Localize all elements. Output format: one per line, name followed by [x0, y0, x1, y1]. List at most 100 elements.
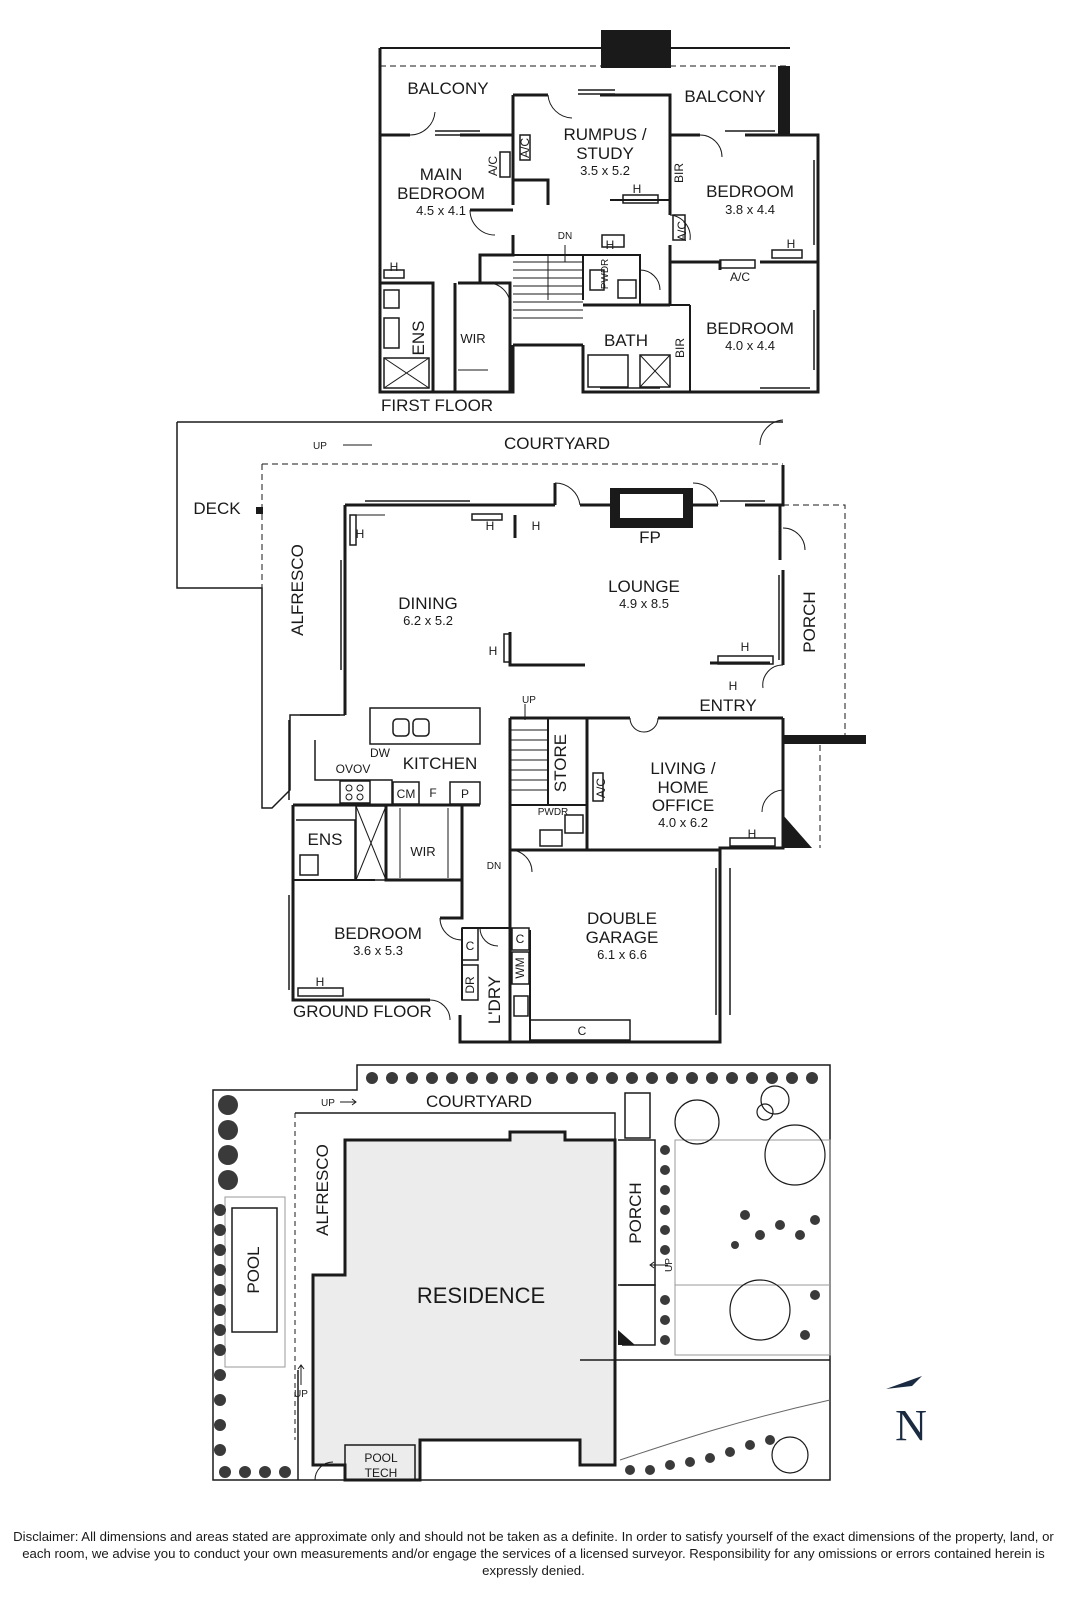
site-courtyard-label: COURTYARD — [426, 1092, 532, 1111]
ground-floor-plan — [176, 419, 866, 1044]
alfresco-label: ALFRESCO — [288, 544, 307, 636]
main-bedroom-dimensions: 4.5 x 4.1 — [416, 203, 466, 218]
site-up-label-2: UP — [294, 1389, 308, 1400]
first-floor-labels: BALCONY BALCONY RUMPUS / STUDY 3.5 x 5.2… — [381, 79, 795, 415]
bir-label-2: BIR — [673, 338, 687, 358]
stairs-up-label-2: UP — [522, 695, 536, 706]
main-bedroom-name-2: BEDROOM — [397, 184, 485, 203]
ground-bedroom-name: BEDROOM — [334, 924, 422, 943]
stairs-down-label-ground: DN — [487, 861, 501, 872]
site-trees — [214, 1072, 820, 1478]
entry-label: ENTRY — [699, 696, 756, 715]
courtyard-label: COURTYARD — [504, 434, 610, 453]
heater-label-1: H — [633, 182, 642, 196]
dining-dimensions: 6.2 x 5.2 — [403, 613, 453, 628]
pantry-label: P — [461, 787, 469, 801]
ground-floor-title: GROUND FLOOR — [293, 1002, 432, 1021]
site-up-label-3: UP — [664, 1258, 675, 1272]
site-canopies — [674, 1085, 826, 1474]
heater-label-g8: H — [316, 975, 325, 989]
ground-wir-label: WIR — [410, 844, 435, 859]
store-label: STORE — [551, 734, 570, 792]
ac-label-ground: A/C — [594, 778, 608, 798]
site-arrows — [297, 1098, 668, 1385]
living-name-1: LIVING / — [650, 759, 715, 778]
lounge-name: LOUNGE — [608, 577, 680, 596]
balcony-right-label: BALCONY — [684, 87, 765, 106]
pool-tech-name-1: POOL — [364, 1451, 398, 1465]
site-labels: COURTYARD ALFRESCO PORCH POOL RESIDENCE … — [244, 1092, 675, 1480]
dishwasher-label: DW — [370, 746, 391, 760]
balcony-left-label: BALCONY — [407, 79, 488, 98]
bir-label-1: BIR — [672, 163, 686, 183]
fridge-label: F — [429, 786, 436, 800]
site-pool-label: POOL — [244, 1246, 263, 1293]
bedroom-2-name: BEDROOM — [706, 182, 794, 201]
bedroom-3-dimensions: 4.0 x 4.4 — [725, 338, 775, 353]
heater-label-g6: H — [729, 679, 738, 693]
ensuite-label: ENS — [409, 321, 428, 356]
ground-bedroom-dimensions: 3.6 x 5.3 — [353, 943, 403, 958]
coffee-machine-label: CM — [397, 787, 416, 801]
site-plan — [212, 1064, 831, 1482]
bedroom-3-name: BEDROOM — [706, 319, 794, 338]
disclaimer-text: Disclaimer: All dimensions and areas sta… — [13, 1529, 1054, 1578]
first-floor-plan — [378, 30, 820, 394]
main-bedroom-name-1: MAIN — [420, 165, 463, 184]
kitchen-label: KITCHEN — [403, 754, 478, 773]
heater-label-g4: H — [489, 644, 498, 658]
wir-label: WIR — [460, 331, 485, 346]
garage-name-2: GARAGE — [586, 928, 659, 947]
living-dimensions: 4.0 x 6.2 — [658, 815, 708, 830]
cupboard-label-2: C — [516, 932, 525, 946]
heater-label-g2: H — [532, 519, 541, 533]
heater-label-g7: H — [748, 827, 757, 841]
first-floor-title: FIRST FLOOR — [381, 396, 493, 415]
ac-label-1: A/C — [518, 138, 532, 158]
ac-label-4: A/C — [730, 270, 750, 284]
heater-label-g1: H — [486, 519, 495, 533]
heater-label-4: H — [390, 260, 399, 274]
bedroom-2-dimensions: 3.8 x 4.4 — [725, 202, 775, 217]
ground-ensuite-label: ENS — [308, 830, 343, 849]
garage-dimensions: 6.1 x 6.6 — [597, 947, 647, 962]
heater-label-g5: H — [741, 640, 750, 654]
site-residence-label: RESIDENCE — [417, 1283, 545, 1308]
stairs-up-label-1: UP — [313, 441, 327, 452]
stairs-down-label: DN — [558, 231, 572, 242]
washing-machine-label: WM — [513, 957, 527, 978]
site-alfresco-label: ALFRESCO — [313, 1144, 332, 1236]
fireplace-label: FP — [639, 528, 661, 547]
ground-floor-labels: COURTYARD DECK ALFRESCO PORCH FP UP UP D… — [193, 434, 819, 1038]
heater-label-3: H — [787, 237, 796, 251]
bath-label: BATH — [604, 331, 648, 350]
rumpus-name-1: RUMPUS / — [563, 125, 646, 144]
heater-label-g3: H — [356, 527, 365, 541]
powder-room-label: PWDR — [600, 259, 611, 290]
cupboard-label-1: C — [466, 939, 475, 953]
lounge-dimensions: 4.9 x 8.5 — [619, 596, 669, 611]
porch-label: PORCH — [800, 591, 819, 652]
north-arrow: N — [886, 1376, 927, 1450]
living-name-3: OFFICE — [652, 796, 714, 815]
ac-label-2: A/C — [486, 156, 500, 176]
site-porch-label: PORCH — [626, 1182, 645, 1243]
laundry-label: L'DRY — [485, 976, 504, 1024]
ground-powder-label: PWDR — [538, 807, 569, 818]
living-name-2: HOME — [658, 778, 709, 797]
cupboard-label-3: C — [578, 1024, 587, 1038]
heater-label-2: H — [606, 238, 615, 252]
rumpus-dimensions: 3.5 x 5.2 — [580, 163, 630, 178]
dining-name: DINING — [398, 594, 458, 613]
site-up-label-1: UP — [321, 1098, 335, 1109]
north-arrow-label: N — [895, 1401, 927, 1450]
dryer-label: DR — [463, 976, 477, 994]
ac-label-3: A/C — [675, 221, 689, 241]
ovens-label: OVOV — [336, 762, 371, 776]
deck-label: DECK — [193, 499, 241, 518]
chimney — [601, 30, 671, 68]
rumpus-name-2: STUDY — [576, 144, 634, 163]
pool-tech-name-2: TECH — [365, 1466, 398, 1480]
garage-name-1: DOUBLE — [587, 909, 657, 928]
